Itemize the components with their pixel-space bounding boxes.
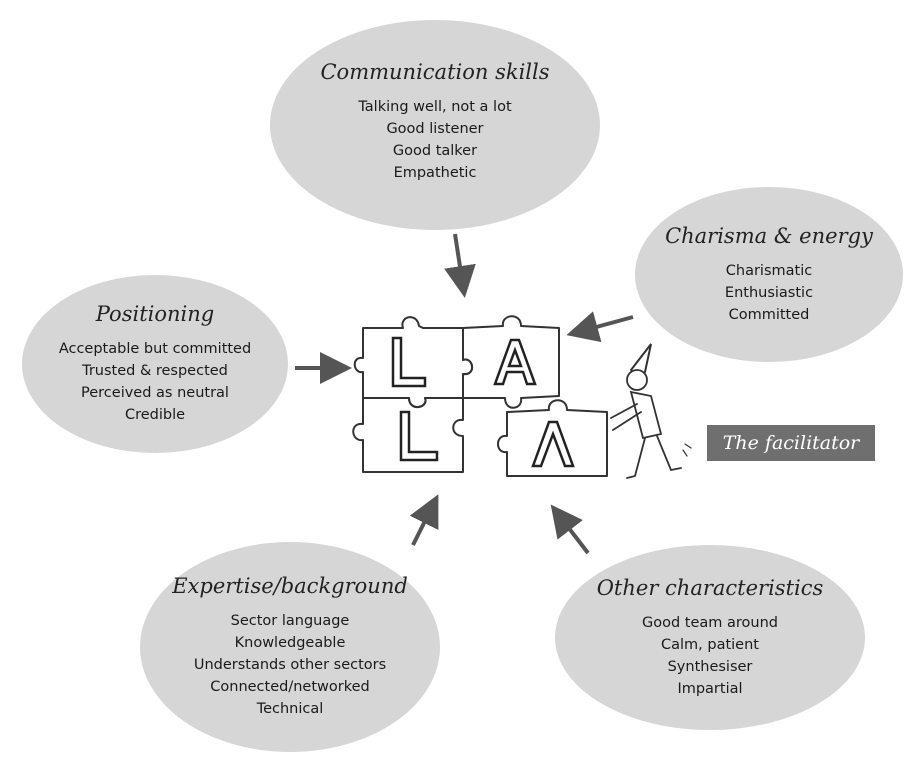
- bubble-title: Communication skills: [320, 60, 550, 84]
- bubble-line: Good team around: [641, 614, 778, 631]
- puzzle-piece-bottom-left: [352, 397, 464, 473]
- bubble-title: Positioning: [95, 302, 215, 326]
- bubble-line: Connected/networked: [210, 679, 370, 695]
- bubble-line: Technical: [256, 701, 324, 717]
- bubble-line: Credible: [124, 407, 186, 423]
- puzzle-letter-a-top: [493, 338, 537, 386]
- bubble-title: Other characteristics: [596, 575, 824, 600]
- puzzle-piece-top-left: [353, 316, 473, 408]
- bubble-communication-skills: Communication skills Talking well, not a…: [270, 20, 600, 230]
- puzzle-letter-l-bottom: [399, 410, 439, 462]
- bubble-line: Perceived as neutral: [81, 385, 229, 401]
- facilitator-label: The facilitator: [707, 425, 875, 461]
- bubble-line: Acceptable but committed: [58, 341, 252, 357]
- bubble-line: Calm, patient: [661, 636, 759, 653]
- bubble-line: Talking well, not a lot: [358, 99, 512, 115]
- bubble-charisma-energy: Charisma & energy Charismatic Enthusiast…: [635, 187, 903, 362]
- bubble-line: Committed: [728, 306, 810, 323]
- bubble-positioning: Positioning Acceptable but committed Tru…: [22, 275, 288, 453]
- bubble-line: Synthesiser: [667, 658, 753, 675]
- arrow-charisma: [566, 311, 634, 343]
- bubble-line: Understands other sectors: [193, 657, 387, 673]
- puzzle-letter-a-bottom: [531, 420, 575, 468]
- puzzle-piece-loose: [497, 399, 608, 477]
- bubble-line: Empathetic: [393, 165, 477, 181]
- bubble-line: Trusted & respected: [82, 363, 228, 379]
- bubble-line: Good talker: [392, 143, 478, 159]
- puzzle-letter-l-top: [391, 336, 427, 388]
- puzzle-illustration: [352, 315, 692, 479]
- arrow-expertise: [409, 494, 439, 546]
- bubble-line: Enthusiastic: [724, 284, 814, 301]
- bubble-title: Charisma & energy: [665, 223, 873, 248]
- bubble-line: Good listener: [386, 121, 484, 137]
- bubble-other-characteristics: Other characteristics Good team around C…: [555, 545, 865, 730]
- puzzle-piece-top-middle: [462, 315, 560, 409]
- bubble-line: Impartial: [677, 680, 743, 697]
- bubble-line: Sector language: [230, 613, 350, 629]
- facilitator-figure: [610, 343, 692, 479]
- bubble-line: Knowledgeable: [234, 635, 346, 651]
- arrow-communication: [444, 233, 476, 298]
- bubble-title: Expertise/background: [172, 574, 408, 598]
- bubble-expertise-background: Expertise/background Sector language Kno…: [140, 542, 440, 752]
- arrow-other: [550, 504, 590, 555]
- bubble-line: Charismatic: [725, 262, 813, 279]
